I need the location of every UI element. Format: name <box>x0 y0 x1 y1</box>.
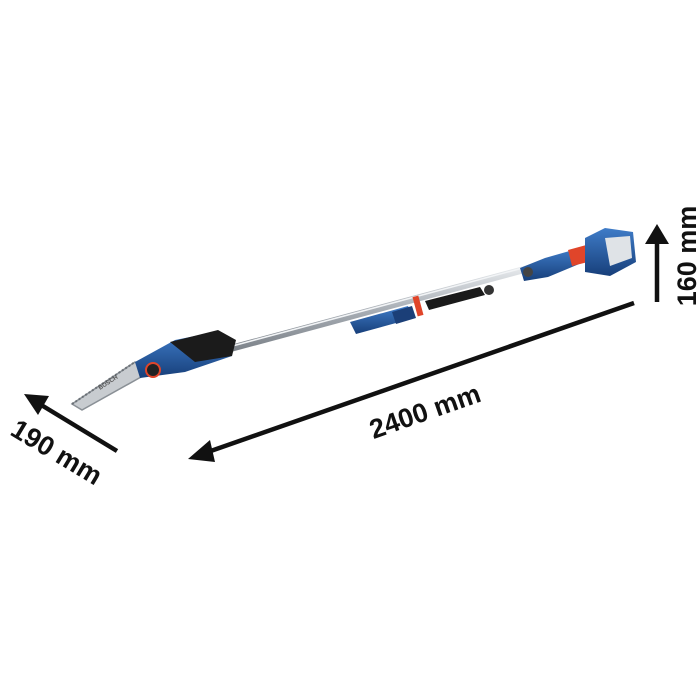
telescopic-pole <box>221 264 534 354</box>
width-label: 190 mm <box>6 414 108 492</box>
front-grip <box>350 285 494 334</box>
length-lock-clamp <box>412 295 424 317</box>
pole-saw: BOSCH <box>70 228 636 411</box>
battery-icon <box>605 236 632 266</box>
height-label: 160 mm <box>672 206 700 307</box>
length-dimension: 2400 mm <box>188 300 635 462</box>
arrow-up-icon <box>645 224 669 244</box>
width-dimension: 190 mm <box>6 394 119 492</box>
arrow-left-icon <box>188 440 215 462</box>
saw-head <box>135 330 236 378</box>
oil-tank-icon <box>145 362 161 378</box>
rear-handle-battery <box>520 228 636 281</box>
arrow-up-left-icon <box>24 394 49 415</box>
height-dimension: 160 mm <box>645 206 700 307</box>
length-label: 2400 mm <box>366 378 485 445</box>
